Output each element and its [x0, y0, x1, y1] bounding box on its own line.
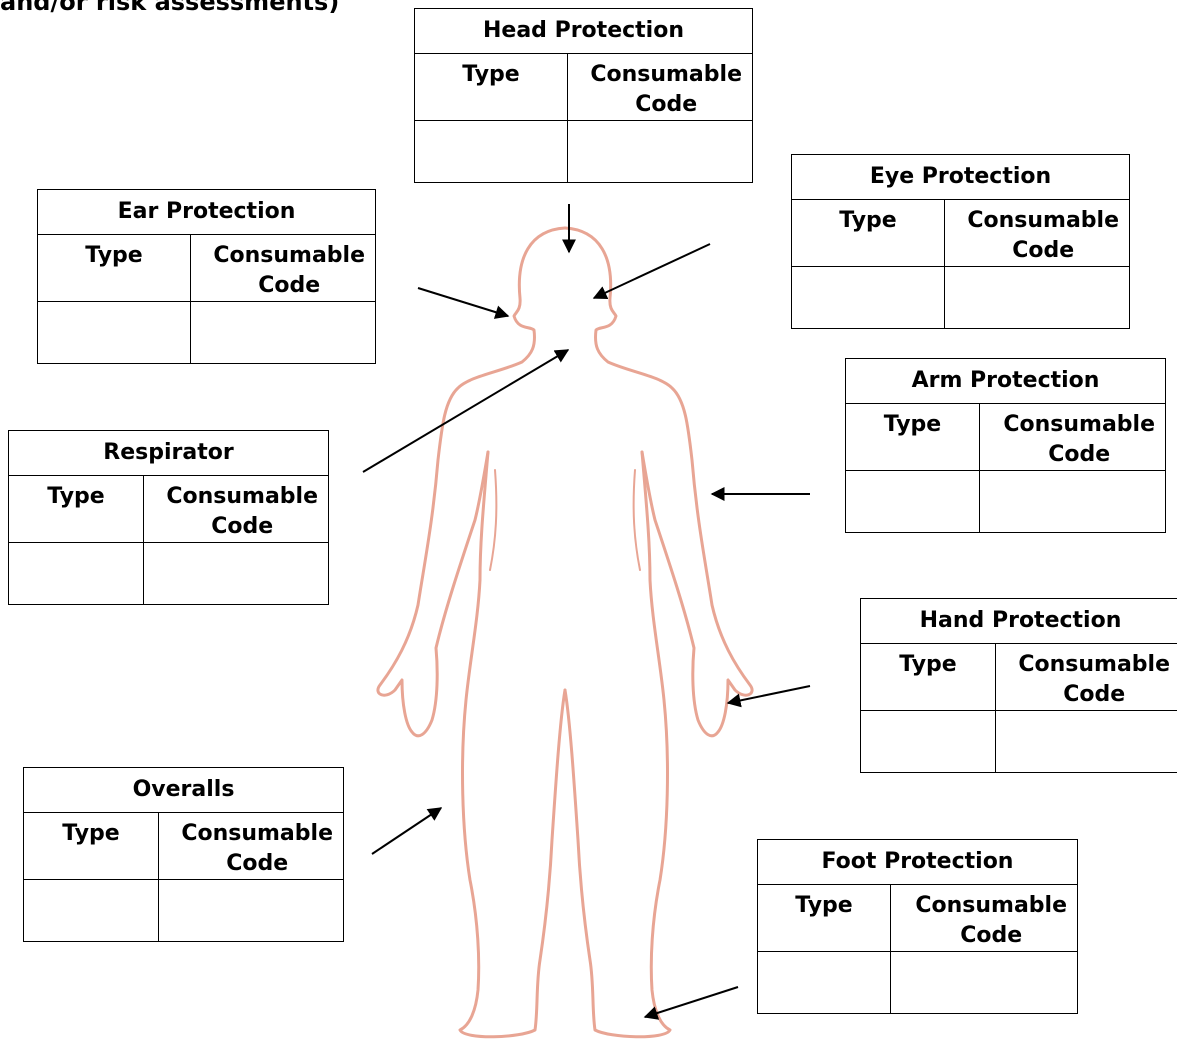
type-header: Type	[414, 53, 568, 121]
type-header: Type	[757, 884, 891, 952]
type-header: Type	[23, 812, 159, 880]
consumable-code-value-cell[interactable]	[142, 542, 330, 605]
arrow-eye	[592, 243, 711, 300]
table-title: Hand Protection	[859, 598, 1177, 644]
type-value-cell[interactable]	[845, 470, 980, 533]
arrow-hand	[726, 685, 811, 708]
consumable-code-value-cell[interactable]	[978, 470, 1167, 533]
type-value-cell[interactable]	[8, 542, 144, 605]
table-title: Respirator	[7, 430, 330, 476]
type-value-cell[interactable]	[37, 301, 191, 364]
table-title: Arm Protection	[844, 358, 1167, 404]
page-heading: and/or risk assessments)	[0, 0, 340, 16]
pointer-arrows	[362, 204, 811, 1020]
arrow-ear	[417, 287, 510, 319]
type-header: Type	[37, 234, 191, 302]
table-title: Ear Protection	[36, 189, 377, 235]
arrow-overalls	[371, 807, 443, 855]
consumable-code-value-cell[interactable]	[889, 951, 1079, 1014]
type-header: Type	[791, 199, 945, 267]
consumable-code-value-cell[interactable]	[189, 301, 377, 364]
type-value-cell[interactable]	[757, 951, 891, 1014]
consumable-code-value-cell[interactable]	[943, 266, 1131, 329]
type-value-cell[interactable]	[23, 879, 159, 942]
type-value-cell[interactable]	[860, 710, 996, 773]
consumable-code-value-cell[interactable]	[158, 879, 344, 942]
type-value-cell[interactable]	[414, 120, 568, 183]
consumable-code-value-cell[interactable]	[567, 120, 753, 183]
type-header: Type	[8, 475, 144, 543]
type-header: Type	[845, 403, 980, 471]
table-title: Overalls	[23, 767, 344, 813]
table-title: Head Protection	[414, 8, 753, 54]
type-header: Type	[860, 643, 996, 711]
consumable-code-value-cell[interactable]	[994, 710, 1177, 773]
arrow-foot	[643, 986, 739, 1020]
table-title: Eye Protection	[790, 154, 1131, 200]
human-body-outline	[376, 226, 754, 1039]
table-title: Foot Protection	[756, 839, 1079, 885]
arrow-respirator	[362, 349, 570, 473]
type-value-cell[interactable]	[791, 266, 945, 329]
